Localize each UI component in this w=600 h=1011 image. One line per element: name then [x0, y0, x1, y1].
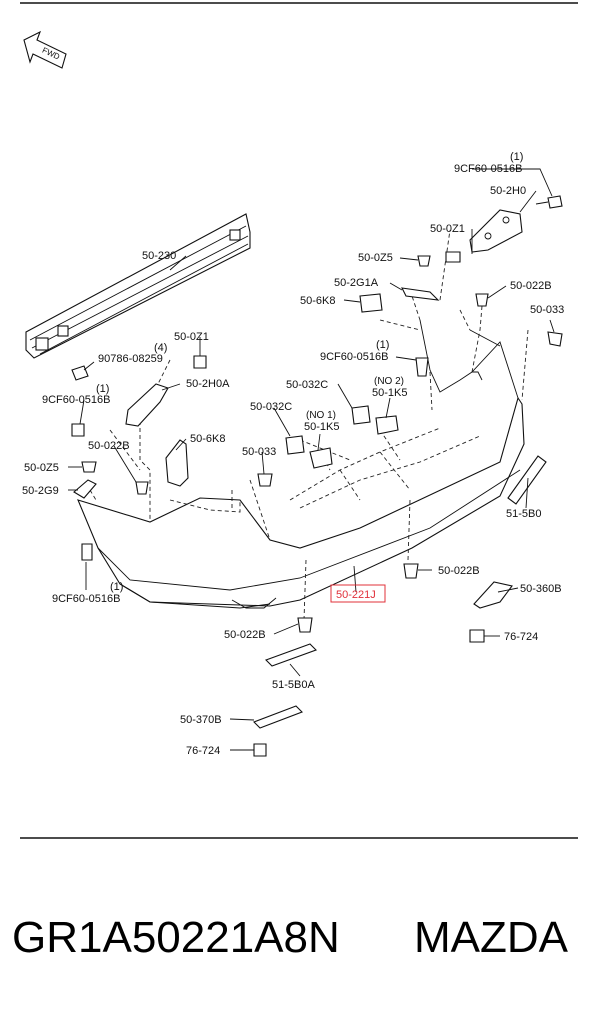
label-51-5b0: 51-5B0: [506, 508, 541, 520]
leader-lines: [68, 168, 555, 751]
label-50-2g1a: 50-2G1A: [334, 277, 379, 289]
bracket-360b-part: [473, 581, 513, 609]
bolt-9cf60-bottom-icon: [81, 543, 93, 561]
label-50-230: 50-230: [142, 250, 176, 262]
label-50-360b: 50-360B: [520, 583, 562, 595]
label-90786-count: (4): [154, 342, 167, 354]
label-50-370b: 50-370B: [180, 714, 222, 726]
reinforcement-beam-part: [25, 213, 251, 359]
label-50-6k8-left: 50-6K8: [190, 433, 225, 445]
bracket-2g9-part: [73, 479, 97, 499]
clip-50-0z1-right-icon: [445, 251, 461, 263]
label-9cf60-bottom-count: (1): [110, 581, 123, 593]
bumper-cover-part: [77, 319, 525, 609]
label-50-0z5-right: 50-0Z5: [358, 252, 393, 264]
part-labels: (1) 9CF60-0516B 50-2H0 50-0Z1 50-0Z5 50-…: [22, 151, 564, 757]
label-50-2h0: 50-2H0: [490, 185, 526, 197]
nut-76-724-bottom-icon: [253, 743, 267, 757]
label-90786: 90786-08259: [98, 353, 163, 365]
label-9cf60-left-count: (1): [96, 383, 109, 395]
bracket-2h0a-part: [125, 383, 169, 427]
retainer-6k8-left-part: [165, 439, 189, 487]
label-9cf60-mid: 9CF60-0516B: [320, 351, 389, 363]
label-50-032c-right: 50-032C: [286, 379, 328, 391]
clip-0z5-left-icon: [81, 461, 97, 473]
label-no1: (NO 1): [306, 410, 336, 421]
label-9cf60-mid-count: (1): [376, 339, 389, 351]
reflector-51-5b0-part: [507, 455, 547, 505]
clip-033-right-icon: [547, 331, 563, 347]
clip-022b-lowright-icon: [403, 563, 419, 579]
label-50-022b-bottom: 50-022B: [224, 629, 266, 641]
label-50-2h0a: 50-2H0A: [186, 378, 230, 390]
label-51-5b0a: 51-5B0A: [272, 679, 315, 691]
retainer-6k8-right-part: [359, 293, 383, 313]
nut-76-724-right-icon: [469, 629, 485, 643]
label-50-0z1-right: 50-0Z1: [430, 223, 465, 235]
bracket-370b-part: [253, 705, 303, 729]
label-50-1k5-left: 50-1K5: [304, 421, 339, 433]
clip-0z1-left-icon: [193, 355, 207, 369]
bracket-2g1a-part: [401, 287, 440, 301]
label-50-033-left: 50-033: [242, 446, 276, 458]
label-50-022b-right: 50-022B: [510, 280, 552, 292]
label-50-221j: 50-221J: [336, 589, 376, 601]
label-50-6k8-right: 50-6K8: [300, 295, 335, 307]
label-76-724-right: 76-724: [504, 631, 538, 643]
label-50-0z5-left: 50-0Z5: [24, 462, 59, 474]
highlight-box: [330, 584, 386, 603]
footer-part-number: GR1A50221A8N: [12, 913, 340, 962]
clip-022b-bottom-icon: [297, 617, 313, 633]
label-9cf60-top: 9CF60-0516B: [454, 163, 523, 175]
label-9cf60-bottom: 9CF60-0516B: [52, 593, 121, 605]
clip-022b-left-icon: [135, 481, 149, 495]
label-50-033-right: 50-033: [530, 304, 564, 316]
clip-1k5-left-part: [309, 447, 333, 469]
spacer-032c-left-part: [285, 435, 305, 455]
bolt-90786-icon: [71, 365, 89, 381]
label-50-2g9: 50-2G9: [22, 485, 59, 497]
reflector-51-5b0a-part: [265, 643, 317, 667]
label-50-022b-lowright: 50-022B: [438, 565, 480, 577]
label-9cf60-left: 9CF60-0516B: [42, 394, 111, 406]
label-9cf60-top-count: (1): [510, 151, 523, 163]
footer-brand: MAZDA: [414, 913, 569, 962]
bolt-9cf60-left-icon: [71, 423, 85, 437]
label-50-022b-left: 50-022B: [88, 440, 130, 452]
bracket-2h0-part: [469, 209, 523, 253]
bolt-9cf60-top-icon: [535, 195, 563, 209]
label-50-0z1-left: 50-0Z1: [174, 331, 209, 343]
label-50-032c-left: 50-032C: [250, 401, 292, 413]
clip-022b-right-icon: [475, 293, 489, 307]
clip-033-left-icon: [257, 473, 273, 487]
clip-1k5-right-part: [375, 415, 399, 435]
fwd-arrow-icon: FWD: [23, 30, 67, 69]
spacer-032c-right-part: [351, 405, 371, 425]
label-50-1k5-right: 50-1K5: [372, 387, 407, 399]
clip-50-0z5-right-icon: [417, 255, 431, 267]
label-76-724-bottom: 76-724: [186, 745, 220, 757]
label-no2: (NO 2): [374, 376, 404, 387]
bolt-9cf60-mid-icon: [415, 357, 429, 377]
